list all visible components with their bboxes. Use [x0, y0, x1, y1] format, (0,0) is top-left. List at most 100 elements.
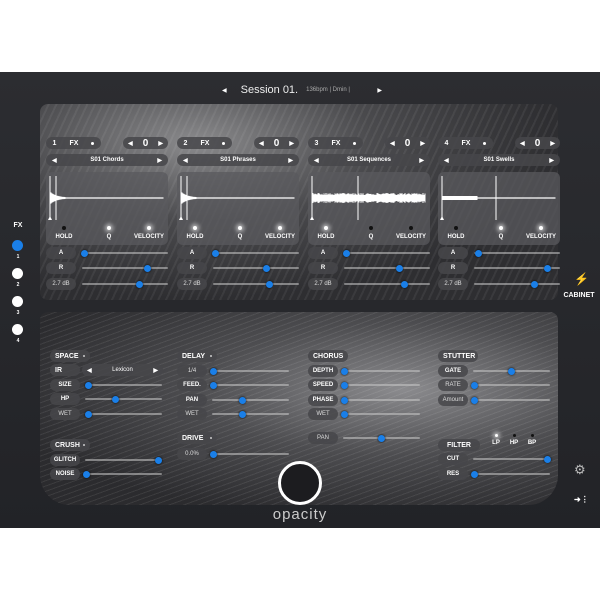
preset-selector[interactable]: ◀S01 Phrases▶ — [177, 154, 299, 166]
slider-thumb[interactable] — [531, 281, 538, 288]
slider-thumb[interactable] — [544, 265, 551, 272]
fx-toggle-label[interactable]: FX — [200, 140, 209, 147]
slider-thumb[interactable] — [212, 250, 219, 257]
slider-thumb[interactable] — [210, 382, 217, 389]
wet-slider[interactable] — [212, 413, 289, 415]
preset-prev-button[interactable]: ◀ — [183, 157, 188, 164]
fx-toggle-label[interactable]: FX — [461, 140, 470, 147]
filter-bp-led[interactable] — [531, 434, 534, 437]
slider-thumb[interactable] — [266, 281, 273, 288]
gate-slider[interactable] — [473, 370, 550, 372]
velocity-led[interactable] — [147, 226, 151, 230]
preset-next-button[interactable]: ▶ — [288, 157, 293, 164]
slider-thumb[interactable] — [239, 411, 246, 418]
slider-thumb[interactable] — [83, 471, 90, 478]
slider-thumb[interactable] — [341, 411, 348, 418]
db-slider[interactable] — [474, 283, 560, 285]
q-led[interactable] — [369, 226, 373, 230]
wet-slider[interactable] — [343, 413, 420, 415]
slot-value-stepper[interactable]: ◀0▶ — [254, 137, 299, 149]
fx-toggle-label[interactable]: FX — [69, 140, 78, 147]
preset-selector[interactable]: ◀S01 Swells▶ — [438, 154, 560, 166]
velocity-led[interactable] — [539, 226, 543, 230]
q-led[interactable] — [238, 226, 242, 230]
hold-led[interactable] — [324, 226, 328, 230]
fx-toggle-label[interactable]: FX — [331, 140, 340, 147]
slider-thumb[interactable] — [378, 435, 385, 442]
r-slider[interactable] — [344, 267, 430, 269]
increment-button[interactable]: ▶ — [550, 140, 555, 147]
preset-prev-button[interactable]: ◀ — [444, 157, 449, 164]
slider-thumb[interactable] — [341, 382, 348, 389]
size-slider[interactable] — [85, 384, 162, 386]
ir-prev-button[interactable]: ◀ — [87, 367, 92, 374]
slider-thumb[interactable] — [85, 382, 92, 389]
slider-thumb[interactable] — [85, 411, 92, 418]
slider-thumb[interactable] — [471, 471, 478, 478]
stutter-toggle[interactable]: STUTTER — [438, 350, 478, 362]
slider-thumb[interactable] — [343, 250, 350, 257]
slider-thumb[interactable] — [341, 368, 348, 375]
slider-thumb[interactable] — [136, 281, 143, 288]
velocity-led[interactable] — [409, 226, 413, 230]
db-slider[interactable] — [82, 283, 168, 285]
feed-slider[interactable] — [212, 384, 289, 386]
preset-selector[interactable]: ◀S01 Chords▶ — [46, 154, 168, 166]
slider-thumb[interactable] — [544, 456, 551, 463]
filter-lp-led[interactable] — [495, 434, 498, 437]
drive-toggle[interactable]: DRIVE — [177, 432, 217, 444]
glitch-slider[interactable] — [85, 459, 162, 461]
preset-prev-button[interactable]: ◀ — [314, 157, 319, 164]
slider-thumb[interactable] — [508, 368, 515, 375]
delay-toggle[interactable]: DELAY — [177, 350, 217, 362]
fx-slot-button-4[interactable] — [12, 324, 23, 335]
session-prev-button[interactable]: ◀ — [222, 87, 227, 94]
wet-slider[interactable] — [85, 413, 162, 415]
fx-slot-button-2[interactable] — [12, 268, 23, 279]
preset-prev-button[interactable]: ◀ — [52, 157, 57, 164]
pan-slider[interactable] — [212, 399, 289, 401]
slot-value-stepper[interactable]: ◀0▶ — [385, 137, 430, 149]
slider-thumb[interactable] — [81, 250, 88, 257]
decrement-button[interactable]: ◀ — [520, 140, 525, 147]
ir-next-button[interactable]: ▶ — [153, 367, 158, 374]
slider-thumb[interactable] — [239, 397, 246, 404]
speed-slider[interactable] — [343, 384, 420, 386]
rate-slider[interactable] — [473, 384, 550, 386]
crush-toggle[interactable]: CRUSH — [50, 439, 90, 451]
ir-selector[interactable]: ◀Lexicon▶ — [82, 364, 163, 376]
hold-led[interactable] — [193, 226, 197, 230]
preset-next-button[interactable]: ▶ — [549, 157, 554, 164]
increment-button[interactable]: ▶ — [158, 140, 163, 147]
decrement-button[interactable]: ◀ — [128, 140, 133, 147]
slider-thumb[interactable] — [144, 265, 151, 272]
a-slider[interactable] — [213, 252, 299, 254]
filter-bp-button[interactable]: BP — [524, 440, 540, 446]
amount-slider[interactable] — [473, 399, 550, 401]
slider-thumb[interactable] — [401, 281, 408, 288]
q-led[interactable] — [499, 226, 503, 230]
a-slider[interactable] — [344, 252, 430, 254]
space-toggle[interactable]: SPACE — [50, 350, 90, 362]
a-slider[interactable] — [82, 252, 168, 254]
routing-icon[interactable]: ➜⋮ — [574, 495, 589, 504]
cut-slider[interactable] — [473, 458, 550, 460]
filter-hp-led[interactable] — [513, 434, 516, 437]
hold-led[interactable] — [454, 226, 458, 230]
db-slider[interactable] — [213, 283, 299, 285]
velocity-led[interactable] — [278, 226, 282, 230]
00-slider[interactable] — [212, 453, 289, 455]
14-slider[interactable] — [212, 370, 289, 372]
hp-slider[interactable] — [85, 398, 162, 400]
r-slider[interactable] — [82, 267, 168, 269]
fx-slot-button-3[interactable] — [12, 296, 23, 307]
slider-thumb[interactable] — [471, 382, 478, 389]
pan-slider[interactable] — [343, 437, 420, 439]
slot-value-stepper[interactable]: ◀0▶ — [123, 137, 168, 149]
filter-hp-button[interactable]: HP — [506, 440, 522, 446]
r-slider[interactable] — [474, 267, 560, 269]
slider-thumb[interactable] — [263, 265, 270, 272]
a-slider[interactable] — [474, 252, 560, 254]
slider-thumb[interactable] — [396, 265, 403, 272]
slider-thumb[interactable] — [341, 397, 348, 404]
